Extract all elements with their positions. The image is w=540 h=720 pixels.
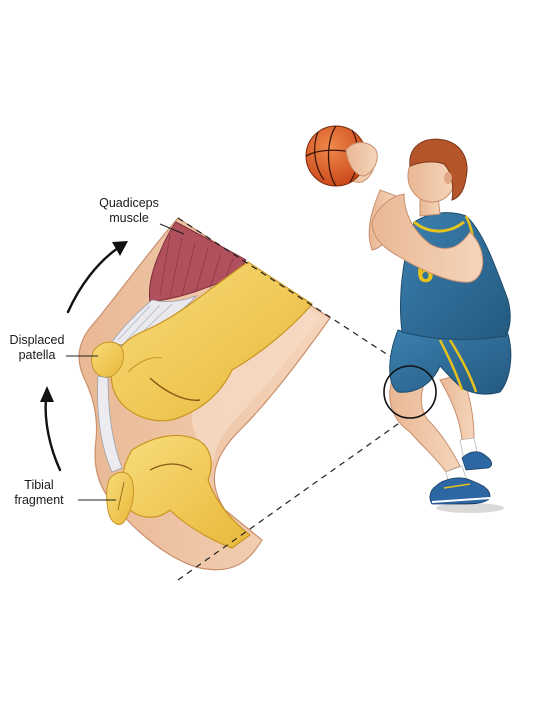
femur-bone (110, 261, 313, 422)
player-hair (409, 138, 468, 201)
tibial-label-line1: Tibial (24, 478, 54, 492)
tibial-label-line2: fragment (14, 493, 64, 507)
arrow-up-icon (44, 396, 62, 472)
zoom-guide-lines (177, 217, 413, 581)
label-leader-lines (66, 223, 185, 501)
patellar-tendon (97, 375, 123, 473)
player-front-leg (389, 379, 461, 473)
basketball-player: 6 (305, 125, 512, 513)
player-shoe-back (461, 451, 492, 471)
tibial-fragment-label: Tibial fragment (6, 478, 72, 508)
player-front-arm (371, 193, 484, 283)
displaced-patella-label: Displaced patella (2, 333, 72, 363)
quadriceps-muscle-label: Quadiceps muscle (86, 196, 172, 226)
basketball (305, 125, 367, 187)
quadriceps-label-line1: Quadiceps (99, 196, 159, 210)
patella-label-line1: Displaced (9, 333, 65, 347)
magnifier-circle-icon (383, 365, 437, 419)
quadriceps-label-line2: muscle (109, 211, 149, 225)
knee-cross-section (78, 217, 331, 571)
displaced-patella (91, 341, 125, 378)
player-shoe-front (429, 477, 491, 505)
arrow-up-icon (112, 241, 128, 256)
quadriceps-muscle (149, 221, 247, 303)
arrow-up-icon (66, 246, 120, 314)
arrow-up-icon (40, 386, 54, 402)
patella-label-line2: patella (18, 348, 56, 362)
